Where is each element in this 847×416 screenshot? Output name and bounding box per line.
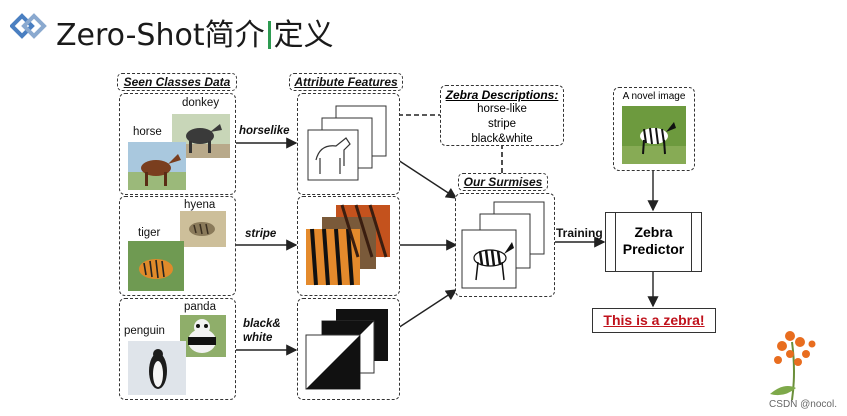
panda-photo (180, 315, 226, 357)
watermark-text: CSDN @nocol. (769, 399, 837, 410)
predictor-left-rule (615, 213, 616, 271)
attribute-label-blackwhite-2: white (243, 332, 273, 344)
label-penguin: penguin (124, 325, 165, 337)
zebra-description-3: black&white (471, 133, 533, 145)
label-panda: panda (184, 301, 216, 313)
slide-title-main: Zero-Shot简介 (56, 18, 265, 53)
result-box: This is a zebra! (592, 308, 716, 333)
label-tiger: tiger (138, 227, 161, 239)
attribute-label-blackwhite-1: black& (243, 318, 281, 330)
predictor-right-rule (691, 213, 692, 271)
horse-photo (128, 142, 186, 190)
zebra-photo (622, 106, 686, 164)
zebra-predictor-box: Zebra Predictor (605, 212, 702, 272)
donkey-photo (172, 114, 230, 158)
attribute-label-horselike: horselike (239, 125, 290, 137)
label-horse: horse (133, 126, 162, 138)
seen-class-box-1: donkey horse (119, 93, 236, 195)
logo-icon (10, 13, 47, 39)
zebra-descriptions-box: Zebra Descriptions: horse-like stripe bl… (440, 85, 564, 146)
zebra-description-2: stripe (487, 118, 517, 130)
slide-title-sub: 定义 (273, 18, 334, 53)
zebra-sketch-cube-icon (461, 201, 545, 289)
attribute-label-stripe: stripe (245, 228, 277, 240)
slide-title: Zero-Shot简介定义 (56, 10, 334, 54)
title-divider (267, 21, 271, 49)
penguin-photo (128, 341, 186, 395)
flower-decoration-icon (770, 331, 816, 401)
attribute-feature-blackwhite (297, 298, 400, 400)
header-our-surmises: Our Surmises (458, 173, 548, 191)
horse-sketch-cube-icon (307, 105, 387, 181)
training-label: Training (556, 226, 603, 240)
stripe-texture-cube-icon (306, 204, 390, 286)
predictor-label-line2: Predictor (622, 241, 685, 257)
arrow-attr3-surmise (397, 289, 458, 329)
black-white-cube-icon (305, 309, 388, 390)
zebra-description-1: horse-like (477, 103, 527, 115)
zebra-descriptions-title: Zebra Descriptions: (445, 88, 559, 102)
hyena-photo (180, 211, 226, 247)
header-seen-classes: Seen Classes Data (117, 73, 237, 91)
label-hyena: hyena (184, 199, 216, 211)
novel-image-label: A novel image (622, 91, 686, 102)
attribute-feature-horselike (297, 93, 400, 195)
seen-class-box-2: hyena tiger (119, 196, 236, 296)
label-donkey: donkey (182, 97, 220, 109)
predictor-label-line1: Zebra (634, 224, 673, 240)
attribute-feature-stripe (297, 196, 400, 296)
seen-class-box-3: panda penguin (119, 298, 236, 400)
arrow-attr1-surmise (397, 159, 458, 199)
our-surmises-box (455, 193, 555, 297)
tiger-photo (128, 241, 184, 291)
header-attribute-features: Attribute Features (289, 73, 403, 91)
novel-image-box: A novel image (613, 87, 695, 171)
